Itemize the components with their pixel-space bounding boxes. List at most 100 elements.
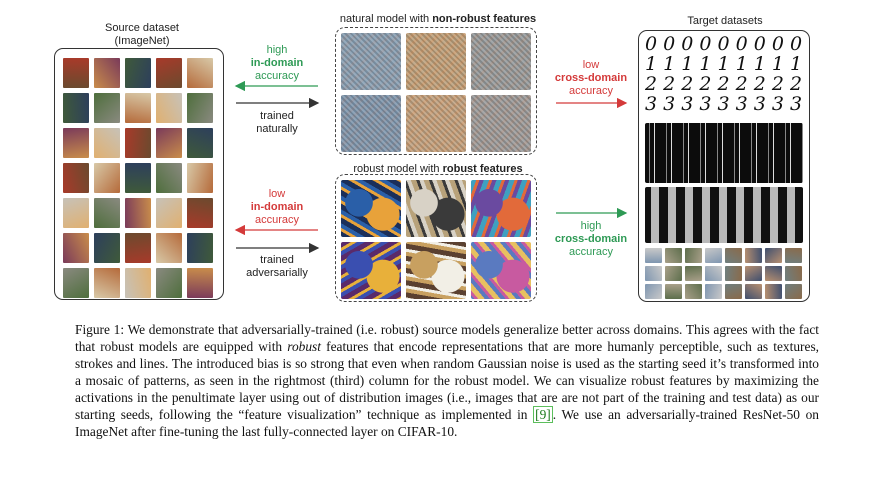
imagenet-photo xyxy=(156,128,182,158)
cifar-photo xyxy=(665,266,682,281)
digit-row-3: 3 3 3 3 3 3 3 3 3 xyxy=(645,95,803,115)
non-robust-feature-image xyxy=(471,33,531,90)
imagenet-photo xyxy=(63,233,89,263)
robust-feature-grid xyxy=(341,180,531,299)
imagenet-photo xyxy=(125,233,151,263)
cifar-photo xyxy=(765,284,782,299)
imagenet-photo xyxy=(125,58,151,88)
cifar-photo xyxy=(665,284,682,299)
cifar-photo xyxy=(705,248,722,263)
imagenet-photo xyxy=(63,163,89,193)
digit-row-1: 1 1 1 1 1 1 1 1 1 xyxy=(645,55,803,75)
cifar-photo xyxy=(685,248,702,263)
natural-model-panel xyxy=(335,27,537,155)
non-robust-feature-image xyxy=(406,95,466,152)
source-dataset-title: Source dataset (ImageNet) xyxy=(62,22,222,48)
imagenet-photo xyxy=(187,163,213,193)
imagenet-photo xyxy=(125,268,151,298)
imagenet-photo xyxy=(187,58,213,88)
label-high-cross-domain: high cross-domain accuracy xyxy=(546,220,636,259)
label-trained-adversarially: trained adversarially xyxy=(236,254,318,280)
cifar-image-grid xyxy=(645,248,802,302)
target-datasets-title: Target datasets xyxy=(640,15,810,28)
imagenet-photo xyxy=(156,58,182,88)
label-low-in-domain: low in-domain accuracy xyxy=(240,188,314,227)
cifar-photo xyxy=(645,284,662,299)
source-dataset-panel xyxy=(54,48,224,300)
citation-link[interactable]: [9] xyxy=(533,406,553,423)
imagenet-photo xyxy=(94,163,120,193)
non-robust-feature-image xyxy=(471,95,531,152)
imagenet-photo xyxy=(125,128,151,158)
robust-feature-image xyxy=(471,180,531,237)
digit-row-0: 0 0 0 0 0 0 0 0 0 xyxy=(645,35,803,55)
cifar-photo xyxy=(785,248,802,263)
imagenet-photo xyxy=(187,268,213,298)
cifar-photo xyxy=(725,284,742,299)
natural-model-title: natural model with non-robust features xyxy=(318,13,558,26)
cifar-photo xyxy=(645,248,662,263)
cifar-photo xyxy=(665,248,682,263)
imagenet-photo xyxy=(156,163,182,193)
caption-emphasis: robust xyxy=(287,339,321,354)
imagenet-photo xyxy=(94,198,120,228)
robust-feature-image xyxy=(341,242,401,299)
robust-feature-image xyxy=(406,180,466,237)
imagenet-photo xyxy=(63,198,89,228)
source-title-line1: Source dataset xyxy=(62,22,222,35)
cifar-photo xyxy=(685,266,702,281)
mnist-digits: 0 0 0 0 0 0 0 0 0 1 1 1 1 1 1 1 1 1 2 2 … xyxy=(645,35,803,115)
imagenet-image-grid xyxy=(63,58,213,298)
cifar-photo xyxy=(725,266,742,281)
source-title-line2: (ImageNet) xyxy=(62,35,222,48)
non-robust-feature-grid xyxy=(341,33,531,152)
label-high-in-domain: high in-domain accuracy xyxy=(240,44,314,83)
imagenet-photo xyxy=(94,58,120,88)
imagenet-photo xyxy=(187,233,213,263)
imagenet-photo xyxy=(94,233,120,263)
cifar-photo xyxy=(765,266,782,281)
target-datasets-panel: 0 0 0 0 0 0 0 0 0 1 1 1 1 1 1 1 1 1 2 2 … xyxy=(638,30,810,302)
imagenet-photo xyxy=(187,93,213,123)
digit-row-2: 2 2 2 2 2 2 2 2 2 xyxy=(645,75,803,95)
non-robust-feature-image xyxy=(341,95,401,152)
cifar-photo xyxy=(745,284,762,299)
cifar-photo xyxy=(745,266,762,281)
label-low-cross-domain: low cross-domain accuracy xyxy=(546,59,636,98)
imagenet-photo xyxy=(94,268,120,298)
cifar-photo xyxy=(745,248,762,263)
cifar-photo xyxy=(785,284,802,299)
imagenet-photo xyxy=(63,268,89,298)
imagenet-photo xyxy=(187,128,213,158)
imagenet-photo xyxy=(125,93,151,123)
imagenet-photo xyxy=(63,128,89,158)
cifar-photo xyxy=(765,248,782,263)
robust-feature-image xyxy=(471,242,531,299)
cifar-photo xyxy=(705,284,722,299)
cifar-photo xyxy=(645,266,662,281)
imagenet-photo xyxy=(187,198,213,228)
robust-feature-image xyxy=(341,180,401,237)
robust-model-panel xyxy=(335,174,537,302)
imagenet-photo xyxy=(156,93,182,123)
imagenet-photo xyxy=(156,233,182,263)
imagenet-photo xyxy=(63,93,89,123)
non-robust-feature-image xyxy=(406,33,466,90)
cifar-photo xyxy=(725,248,742,263)
imagenet-photo xyxy=(125,198,151,228)
imagenet-photo xyxy=(63,58,89,88)
imagenet-photo xyxy=(156,268,182,298)
non-robust-feature-image xyxy=(341,33,401,90)
kmnist-characters-image xyxy=(645,123,803,183)
imagenet-photo xyxy=(94,128,120,158)
imagenet-photo xyxy=(94,93,120,123)
robust-feature-image xyxy=(406,242,466,299)
label-trained-naturally: trained naturally xyxy=(240,110,314,136)
cifar-photo xyxy=(705,266,722,281)
imagenet-photo xyxy=(156,198,182,228)
cifar-photo xyxy=(785,266,802,281)
fashion-mnist-image xyxy=(645,187,803,243)
imagenet-photo xyxy=(125,163,151,193)
cifar-photo xyxy=(685,284,702,299)
figure-caption: Figure 1: We demonstrate that adversaria… xyxy=(75,321,819,440)
